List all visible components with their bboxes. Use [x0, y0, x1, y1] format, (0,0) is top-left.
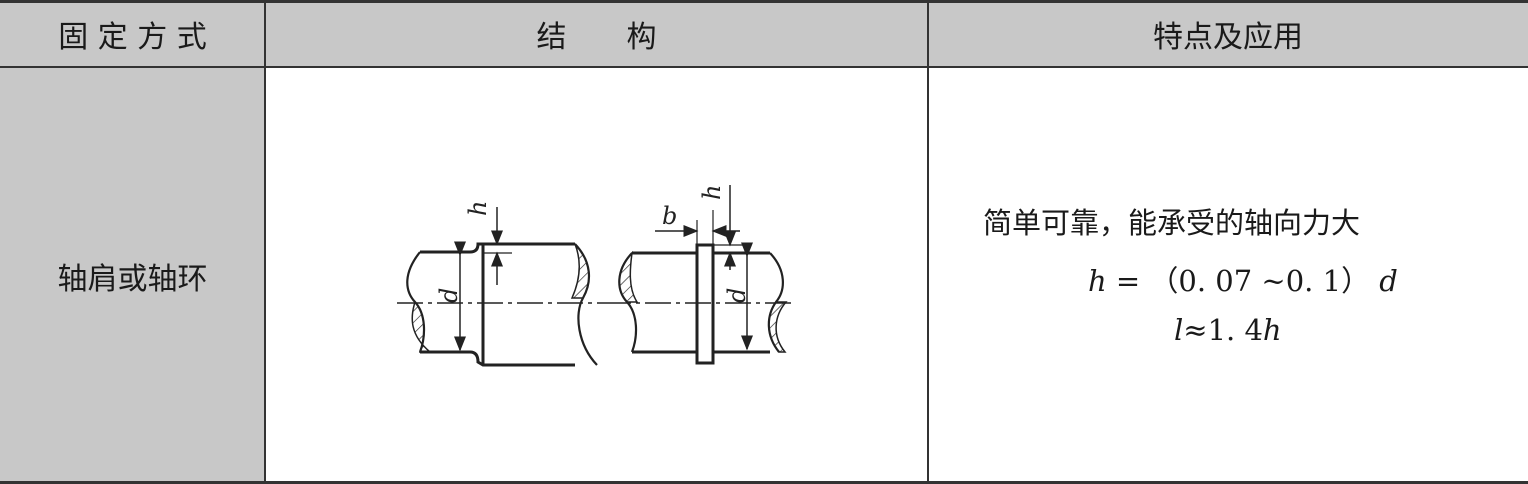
formula-h: h = （0. 07 ~0. 1） d [1088, 258, 1398, 300]
left-section-hatch [411, 300, 433, 353]
right-section-hatch [570, 243, 590, 299]
header-fixing-method-label: 固 定 方 式 [58, 19, 207, 55]
dim-d-right: d [723, 288, 751, 303]
header-bottom-border [0, 66, 1528, 68]
header-fixing-method: 固 定 方 式 [0, 0, 265, 67]
formula-l-end: h [1262, 313, 1282, 347]
formula-h-expr: = （0. 07 ~0. 1） [1106, 264, 1380, 298]
shaft-shoulder-figure [406, 242, 598, 367]
header-structure: 结 构 [265, 0, 928, 67]
dim-b-right: b [662, 202, 677, 230]
method-label: 轴肩或轴环 [57, 261, 208, 297]
method-cell: 轴肩或轴环 [0, 67, 265, 484]
column-divider-2 [927, 0, 929, 484]
dim-h-left: h [464, 201, 492, 216]
collar-ring [695, 243, 715, 365]
dim-d-left: d [435, 288, 463, 303]
formula-h-var: h [1088, 264, 1107, 298]
table-bottom-border [0, 481, 1528, 484]
collar-left-hatch [618, 250, 639, 303]
table-top-border [0, 0, 1528, 3]
formula-l-expr: ≈1. 4 [1183, 313, 1263, 347]
features-description: 简单可靠，能承受的轴向力大 [983, 206, 1361, 240]
header-features-label: 特点及应用 [1153, 19, 1303, 55]
formula-h-end: d [1379, 264, 1398, 298]
column-divider-1 [264, 0, 266, 484]
small-shaft-outline [420, 242, 575, 254]
shaft-shoulder-diagram: d h d b h [397, 185, 795, 367]
formula-l: l≈1. 4h [1174, 313, 1282, 347]
dim-h-right: h [698, 185, 726, 200]
shaft-collar-figure [618, 243, 784, 365]
formula-l-var: l [1174, 313, 1184, 347]
header-features: 特点及应用 [928, 0, 1528, 67]
header-structure-label: 结 构 [536, 19, 657, 55]
collar-right-hatch [768, 301, 788, 353]
